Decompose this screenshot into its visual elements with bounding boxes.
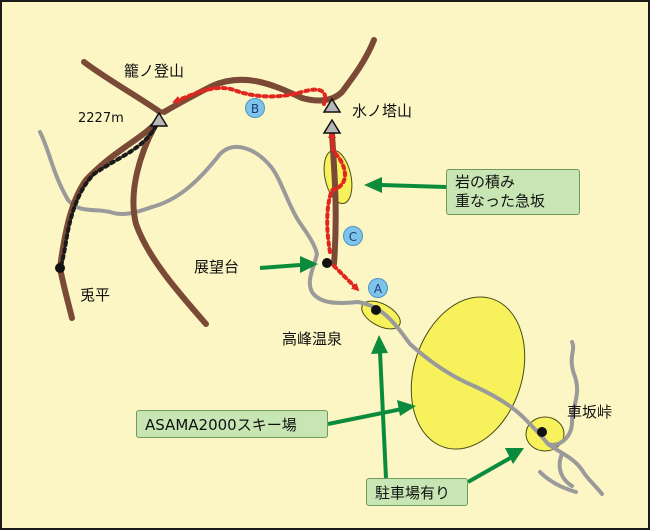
road-west-branch <box>38 130 154 217</box>
route-badge-a: A <box>368 278 388 298</box>
place-label-usagidaira: 兎平 <box>80 286 111 304</box>
callout-ski-area: ASAMA2000スキー場 <box>136 410 328 438</box>
place-label-tenbodai: 展望台 <box>194 258 240 276</box>
road-east-switchbacks <box>538 340 604 496</box>
route-red-climb <box>325 130 347 254</box>
route-red-ridge <box>172 85 328 106</box>
callout-steep-slope: 岩の積み 重なった急坂 <box>446 169 580 215</box>
location-dot-icon <box>371 305 381 315</box>
peak-triangle-icon <box>149 111 169 127</box>
callout-steep-line1: 岩の積み <box>455 173 516 191</box>
trail-to-usagidaira <box>57 119 160 271</box>
peak-elevation-label: 2227m <box>78 111 124 126</box>
road-main <box>150 144 550 446</box>
callout-steep-line2: 重なった急坂 <box>455 192 546 211</box>
callout-parking-text: 駐車場有り <box>375 484 451 502</box>
route-badge-b: B <box>245 98 265 118</box>
location-dot-icon <box>322 258 332 268</box>
trail-ridge-west <box>81 59 163 115</box>
green-arrow-icon <box>259 177 524 484</box>
callout-ski-text: ASAMA2000スキー場 <box>145 416 297 434</box>
peak-label-kagonoto: 籠ノ登山 <box>124 62 185 80</box>
route-red-descent <box>332 264 360 292</box>
route-badge-c: C <box>343 226 363 246</box>
peak-label-mizunoto: 水ノ塔山 <box>352 102 413 120</box>
place-label-takamine-onsen: 高峰温泉 <box>282 330 343 348</box>
trail-southwest-valley <box>130 119 209 327</box>
place-label-kurumazaka-toge: 車坂峠 <box>567 403 613 421</box>
ski-area-highlight <box>410 296 526 450</box>
trail-ridge-north <box>161 76 305 115</box>
location-dot-icon <box>55 263 65 273</box>
route-black-dotted <box>58 124 158 270</box>
peak-triangle-icon <box>322 118 342 134</box>
peak-triangle-icon <box>322 97 342 113</box>
callout-parking: 駐車場有り <box>366 478 468 506</box>
trail-usagidaira-south <box>57 265 75 321</box>
trail-ridge-east <box>299 37 377 104</box>
location-dot-icon <box>537 427 547 437</box>
